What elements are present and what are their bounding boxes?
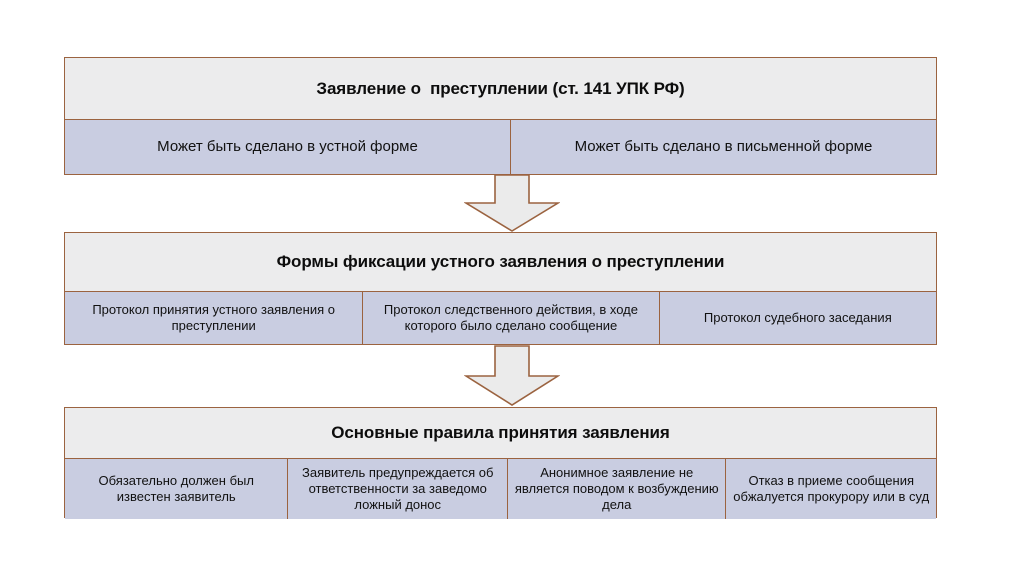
block-2-cell-2-label: Протокол следственного действия, в ходе … <box>383 301 638 333</box>
block-3-cell-4-label: Отказ в приеме сообщения обжалуется прок… <box>733 472 930 504</box>
arrow-2-down-icon <box>464 345 560 407</box>
block-2-cell-3-label: Протокол судебного заседания <box>703 309 892 325</box>
block-1-row: Может быть сделано в устной форме Может … <box>65 120 936 174</box>
block-3-title: Основные правила принятия заявления <box>331 423 670 443</box>
block-1-cell-1-label: Может быть сделано в устной форме <box>157 137 418 155</box>
block-1-cell-1: Может быть сделано в устной форме <box>65 120 511 174</box>
block-3-cell-1-label: Обязательно должен был известен заявител… <box>98 472 254 504</box>
block-3-cell-2: Заявитель предупреждается об ответственн… <box>288 459 508 519</box>
block-3-header: Основные правила принятия заявления <box>65 408 936 459</box>
block-3-cell-2-label: Заявитель предупреждается об ответственн… <box>302 464 494 513</box>
block-basic-rules: Основные правила принятия заявления Обяз… <box>64 407 937 519</box>
block-2-cell-3: Протокол судебного заседания <box>659 292 936 344</box>
block-1-cell-2: Может быть сделано в письменной форме <box>510 120 936 174</box>
block-2-cell-2: Протокол следственного действия, в ходе … <box>363 292 660 344</box>
block-2-title: Формы фиксации устного заявления о прест… <box>276 252 725 272</box>
block-3-cell-4: Отказ в приеме сообщения обжалуется прок… <box>726 459 936 519</box>
block-3-cell-3-label: Анонимное заявление не является поводом … <box>514 464 719 513</box>
block-statement-about-crime: Заявление о преступлении (ст. 141 УПК РФ… <box>64 57 937 175</box>
block-forms-of-fixation: Формы фиксации устного заявления о прест… <box>64 232 937 345</box>
block-1-cell-2-label: Может быть сделано в письменной форме <box>574 137 873 155</box>
block-2-row: Протокол принятия устного заявления о пр… <box>65 292 936 344</box>
block-2-cell-1: Протокол принятия устного заявления о пр… <box>65 292 364 344</box>
arrow-1-down-icon <box>464 174 560 233</box>
block-3-cell-3: Анонимное заявление не является поводом … <box>507 459 727 519</box>
block-3-row: Обязательно должен был известен заявител… <box>65 459 936 519</box>
block-2-header: Формы фиксации устного заявления о прест… <box>65 233 936 292</box>
block-3-cell-1: Обязательно должен был известен заявител… <box>65 459 289 519</box>
block-1-title: Заявление о преступлении (ст. 141 УПК РФ… <box>316 78 685 98</box>
block-2-cell-1-label: Протокол принятия устного заявления о пр… <box>92 301 335 333</box>
block-1-header: Заявление о преступлении (ст. 141 УПК РФ… <box>65 58 936 120</box>
